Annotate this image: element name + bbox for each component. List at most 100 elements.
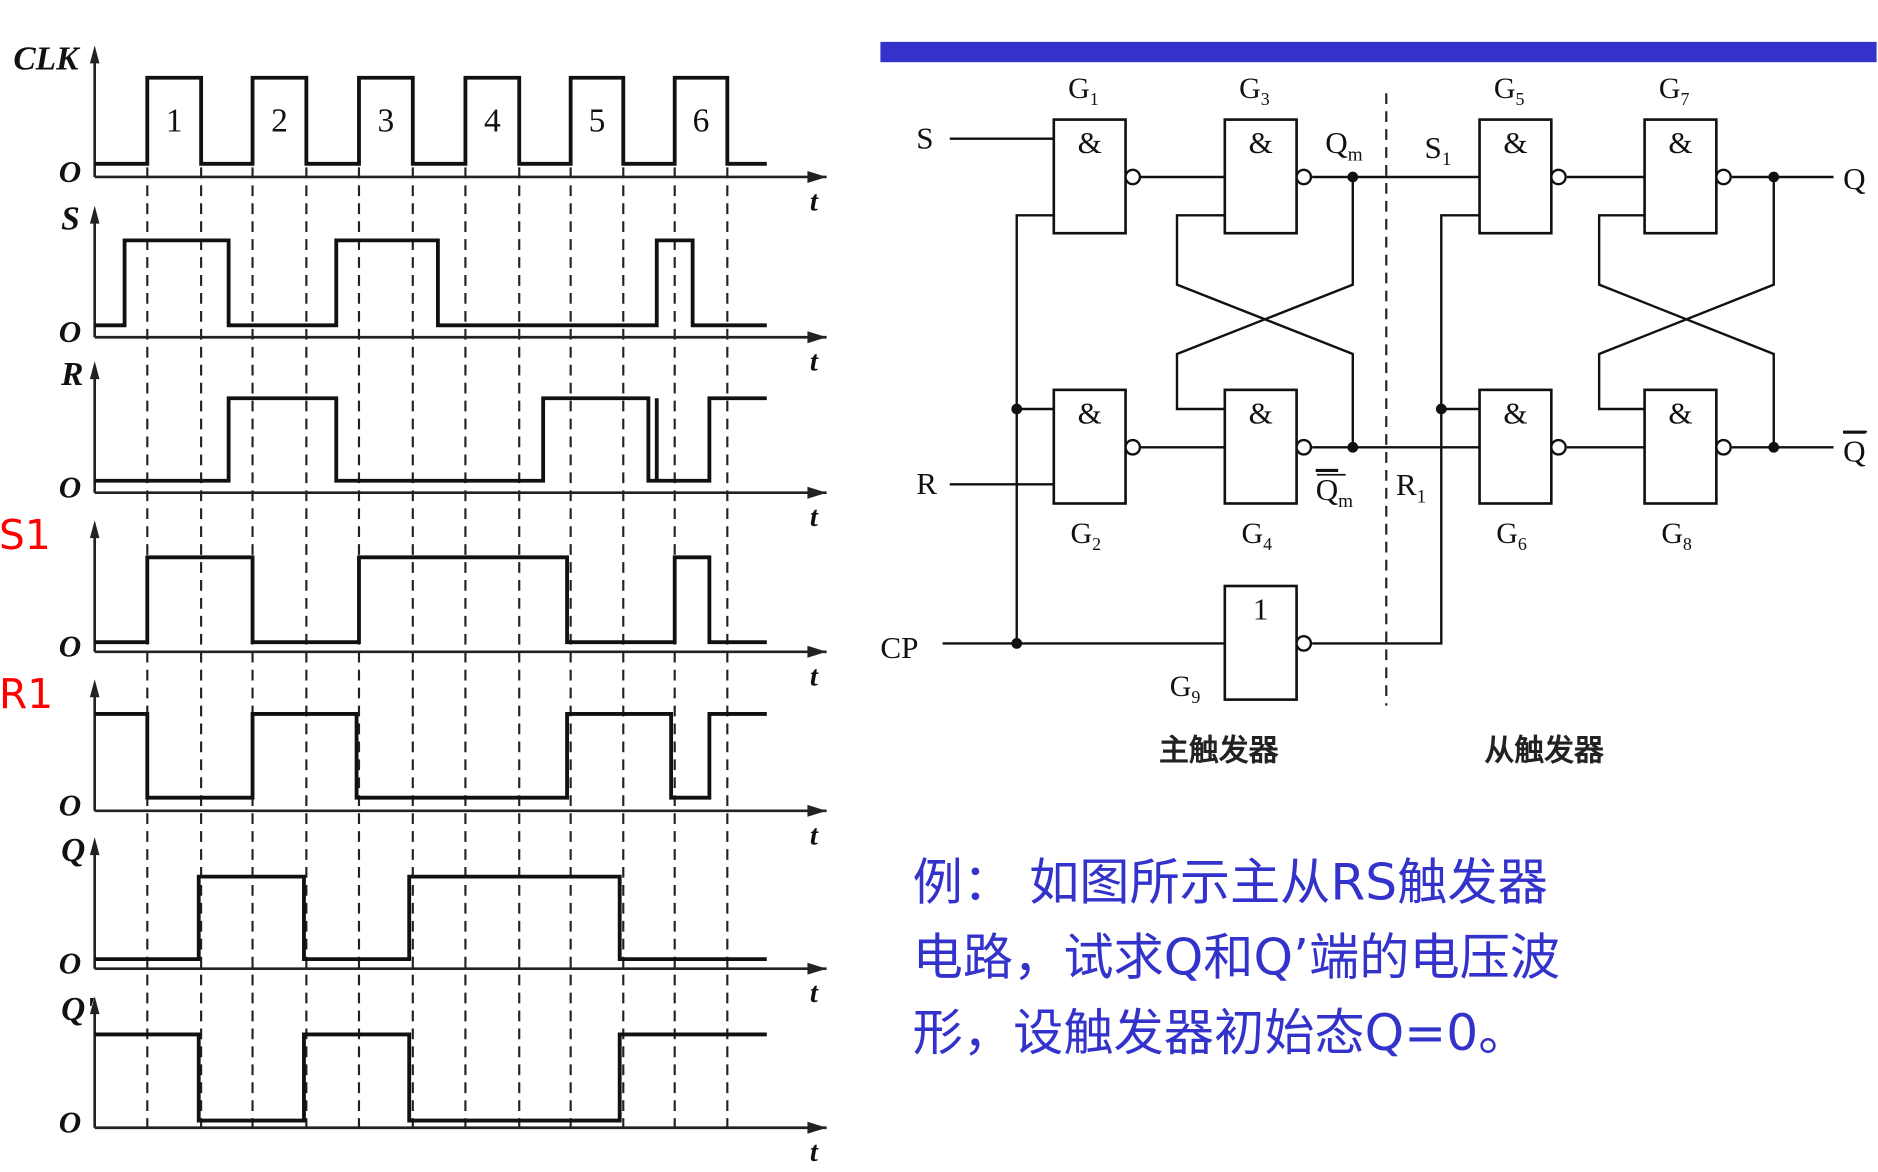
axis-arrow-icon <box>807 645 827 658</box>
zero-label: O <box>59 314 81 349</box>
zero-label: O <box>59 629 81 664</box>
inverter-bubble <box>1295 168 1313 186</box>
signal-label: S <box>61 201 80 238</box>
gate-symbol: & <box>1078 395 1102 430</box>
waveform-r: R Ot <box>59 356 827 533</box>
axis-arrow-icon <box>807 1121 827 1134</box>
zero-label: O <box>59 470 81 505</box>
t-label: t <box>810 346 819 378</box>
gate-symbol: & <box>1249 395 1273 430</box>
signal-trace <box>94 712 767 800</box>
junction-dot <box>1011 638 1023 649</box>
signal-label: S1 <box>0 511 51 559</box>
t-label: t <box>810 977 819 1009</box>
axis-arrow-icon <box>89 205 100 224</box>
zero-label: O <box>59 1105 81 1140</box>
pulse-number: 1 <box>166 103 183 140</box>
s-input-label: S <box>916 120 933 155</box>
r1-label: R1 <box>1396 467 1426 507</box>
problem-text: 例： 如图所示主从RS触发器 电路，试求Q和Q’端的电压波 形，设触发器初始态Q… <box>913 852 1560 1062</box>
header-bar <box>880 41 1877 63</box>
signal-label: R <box>60 356 83 393</box>
gate-label: G8 <box>1661 517 1692 554</box>
gate-symbol: & <box>1503 395 1527 430</box>
gate-label: G6 <box>1496 517 1527 554</box>
pulse-number: 4 <box>484 103 501 140</box>
signal-label: Q <box>61 832 85 869</box>
problem-line-2: 电路，试求Q和Q’端的电压波 <box>913 928 1560 987</box>
axis-arrow-icon <box>807 804 827 817</box>
qm-bar-label: Qm <box>1316 472 1353 512</box>
gate-g3: & G3 <box>1223 72 1313 235</box>
r-input-label: R <box>916 466 937 501</box>
zero-label: O <box>59 945 81 980</box>
t-label: t <box>810 501 819 533</box>
gate-g8: & G8 <box>1643 388 1732 554</box>
axis-arrow-icon <box>89 45 100 64</box>
gate-g7: & G7 <box>1643 72 1732 235</box>
waveform-s: S Ot <box>59 201 827 378</box>
inverter-bubble <box>1295 635 1313 652</box>
waveform-q: Q Ot <box>59 832 827 1009</box>
gate-g9: 1G9 <box>1170 584 1313 707</box>
axis-arrow-icon <box>89 520 100 539</box>
signal-trace <box>94 238 767 328</box>
gate-g1: &G1 <box>1052 72 1142 235</box>
zero-label: O <box>59 788 81 823</box>
axis-arrow-icon <box>807 171 827 183</box>
junction-dot <box>1011 403 1023 415</box>
waveform-q-prime: Q' Ot <box>59 991 827 1168</box>
gate-label: G5 <box>1494 72 1525 109</box>
inverter-bubble <box>1715 168 1732 186</box>
axis-arrow-icon <box>89 837 100 856</box>
inverter-bubble <box>1124 168 1142 186</box>
gate-label: G3 <box>1239 72 1270 109</box>
signal-trace <box>94 75 767 166</box>
signal-trace <box>94 396 767 483</box>
gate-symbol: 1 <box>1253 591 1269 626</box>
gate-symbol: & <box>1668 395 1692 430</box>
t-label: t <box>810 185 819 217</box>
master-flipflop-label: 主触发器 <box>1159 734 1280 769</box>
waveform-clk: CLK Ot <box>13 40 827 217</box>
pulse-number: 6 <box>693 103 710 140</box>
gate-label: G4 <box>1242 517 1273 554</box>
gate-label: G1 <box>1068 72 1099 109</box>
t-label: t <box>810 1136 819 1168</box>
problem-line-3: 形，设触发器初始态Q=0。 <box>913 1003 1529 1062</box>
gate-label: G7 <box>1659 72 1690 109</box>
inverter-bubble <box>1715 438 1732 456</box>
problem-line-1: 例： 如图所示主从RS触发器 <box>913 852 1548 911</box>
signal-label: Q' <box>61 991 94 1028</box>
axis-arrow-icon <box>807 486 827 499</box>
cp-bus-wire <box>1015 214 1054 644</box>
signal-label: R1 <box>0 670 53 718</box>
signal-trace <box>94 874 767 962</box>
zero-label: O <box>59 154 81 189</box>
gate-label: G9 <box>1170 670 1201 707</box>
gate-symbol: & <box>1668 125 1692 160</box>
gate-symbol: & <box>1503 125 1527 160</box>
qm-label: Qm <box>1325 125 1362 165</box>
q-bar-output-label: Q <box>1843 434 1865 469</box>
axis-arrow-icon <box>89 679 100 698</box>
pulse-number: 5 <box>589 103 606 140</box>
inverter-bubble <box>1295 438 1313 456</box>
signal-trace <box>94 1032 767 1123</box>
signal-trace <box>94 555 767 645</box>
axis-arrow-icon <box>89 361 100 380</box>
t-label: t <box>810 660 819 692</box>
axis-arrow-icon <box>89 996 100 1015</box>
gate-label: G2 <box>1071 517 1102 554</box>
slave-flipflop-label: 从触发器 <box>1484 734 1605 769</box>
gate-g5: & G5 <box>1478 72 1567 235</box>
cp-input-label: CP <box>880 630 918 665</box>
gate-symbol: & <box>1249 125 1273 160</box>
signal-label: CLK <box>13 40 81 77</box>
inverter-bubble <box>1550 438 1567 456</box>
s1-label: S1 <box>1425 130 1452 170</box>
